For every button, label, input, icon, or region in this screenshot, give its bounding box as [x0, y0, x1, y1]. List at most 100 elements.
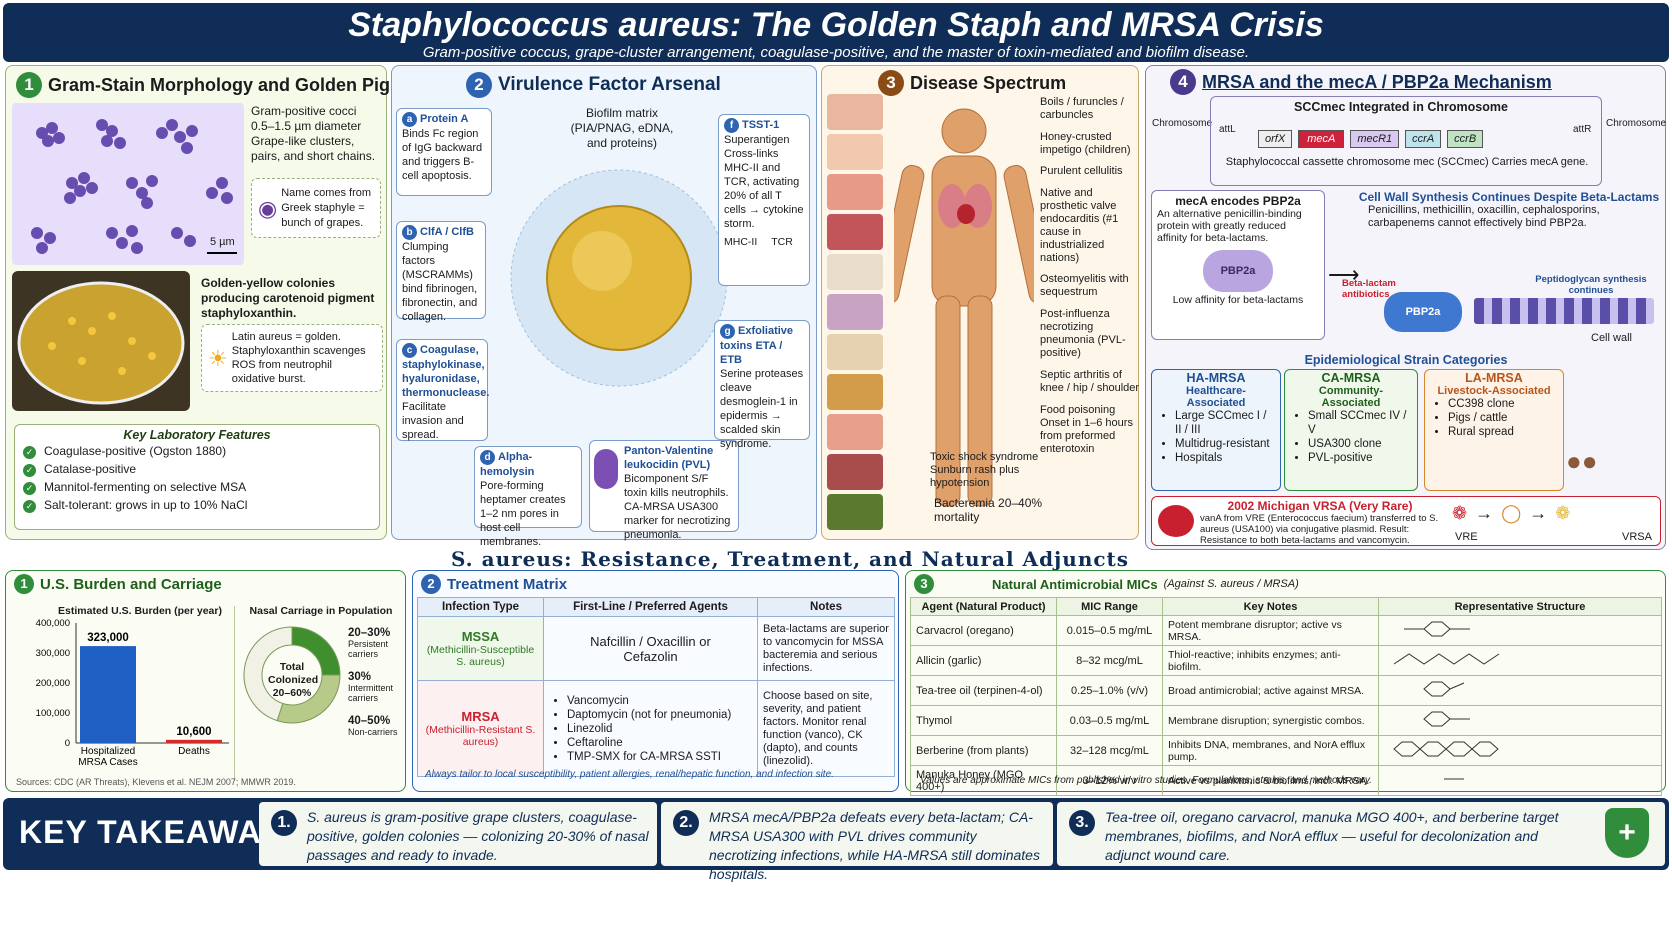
- gram-stain-image: 5 µm: [12, 103, 244, 265]
- factor-desc: Binds Fc region of IgG backward and trig…: [402, 128, 483, 182]
- bacterium-illustration: [507, 166, 732, 391]
- panel-mrsa: 4 MRSA and the mecA / PBP2a Mechanism SC…: [1145, 65, 1666, 550]
- factor-desc: Clumping factors (MSCRAMMs) bind fibrino…: [402, 241, 478, 323]
- strain-item: Pigs / cattle: [1448, 411, 1558, 425]
- structure-icon: [1423, 681, 1465, 697]
- morphology-text: Gram-positive cocci 0.5–1.5 µm diameter …: [251, 104, 376, 163]
- bar: [80, 646, 136, 743]
- cell-wall-label: Cell wall: [1591, 332, 1632, 344]
- legend-desc: Non-carriers: [348, 727, 398, 737]
- biofilm-label: Biofilm matrix (PIA/PNAG, eDNA, and prot…: [570, 106, 674, 150]
- mssa-agents: Nafcillin / Oxacillin or Cefazolin: [543, 616, 758, 681]
- takeaway-number: 3.: [1069, 810, 1095, 836]
- strain-item: Hospitals: [1175, 451, 1275, 465]
- pie-legend-item: 30%Intermittent carriers: [348, 671, 406, 703]
- arrow-icon: ⟶: [1328, 262, 1360, 287]
- category-label: Hospitalized: [81, 746, 135, 757]
- vre-label: VRE: [1455, 531, 1478, 543]
- gene-ccra: ccrA: [1405, 130, 1442, 148]
- check-icon: ✓: [23, 464, 36, 477]
- thumb-cellulitis: [827, 174, 883, 210]
- mssa-label: MSSA: [461, 629, 500, 644]
- factor-title: Coagulase, staphylokinase, hyaluronidase…: [402, 344, 490, 399]
- table-row: Tea-tree oil (terpinen-4-ol)0.25–1.0% (v…: [910, 675, 1662, 706]
- strain-item: PVL-positive: [1308, 451, 1412, 465]
- livestock-icons: ●●: [1566, 446, 1598, 476]
- shield-icon: +: [1605, 808, 1649, 858]
- factor-desc: Superantigen Cross-links MHC-II and TCR,…: [724, 134, 804, 230]
- notes-cell: Active vs planktonic & biofilms, incl. M…: [1162, 765, 1379, 796]
- disease-item-bacteremia: Bacteremia 20–40% mortality: [934, 496, 1043, 524]
- mrsa-cell: MRSA(Methicillin-Resistant S. aureus): [417, 680, 544, 777]
- structure-cell: [1378, 765, 1662, 796]
- key-takeaways-title: KEY TAKEAWAYS: [19, 814, 304, 850]
- pie-legend-item: 20–30%Persistent carriers: [348, 627, 406, 659]
- section2-title: S. aureus: Resistance, Treatment, and Na…: [450, 547, 1130, 571]
- disease-item: Post-influenza necrotizing pneumonia (PV…: [1040, 308, 1126, 359]
- strain-ca: CA-MRSA Community-Associated Small SCCme…: [1284, 369, 1418, 491]
- factor-desc: Pore-forming heptamer creates 1–2 nm por…: [480, 480, 566, 548]
- notes-cell: Thiol-reactive; inhibits enzymes; anti-b…: [1162, 645, 1379, 676]
- pie-legend-item: 40–50%Non-carriers: [348, 715, 406, 737]
- panel1-number: 1: [16, 72, 42, 98]
- vrsa-label: VRSA: [1622, 531, 1652, 543]
- cell-wall-title: Cell Wall Synthesis Continues Despite Be…: [1358, 190, 1660, 204]
- mics-number: 3: [914, 574, 934, 594]
- table-header-row: Agent (Natural Product) MIC Range Key No…: [910, 597, 1662, 616]
- scale-label: 5 µm: [210, 236, 235, 248]
- grape-note: ◉ Name comes from Greek staphyle = bunch…: [251, 178, 381, 238]
- agent-item: Daptomycin (not for pneumonia): [567, 708, 752, 722]
- strain-title: CA-MRSA: [1321, 371, 1381, 385]
- legend-value: 30%: [348, 671, 372, 683]
- grapes-icon: ◉: [258, 195, 278, 221]
- gene-track: orfX mecA mecR1 ccrA ccrB: [1258, 130, 1484, 148]
- mrsa-notes: Choose based on site, severity, and pati…: [757, 680, 895, 777]
- att-r: attR: [1573, 124, 1592, 135]
- vrsa-desc: vanA from VRE (Enterococcus faecium) tra…: [1200, 513, 1439, 546]
- factor-desc: Bicomponent S/F toxin kills neutrophils.…: [624, 473, 731, 541]
- panel4-number: 4: [1170, 69, 1196, 95]
- strain-title: LA-MRSA: [1465, 371, 1523, 385]
- scc-box: [1210, 96, 1602, 186]
- burden-source: Sources: CDC (AR Threats), Klevens et al…: [16, 777, 296, 787]
- column-header: First-Line / Preferred Agents: [543, 597, 758, 617]
- lab-feature-item: ✓Coagulase-positive (Ogston 1880): [23, 442, 379, 460]
- structure-icon: [1393, 653, 1500, 665]
- column-header: Infection Type: [417, 597, 544, 617]
- lab-feature-item: ✓Mannitol-fermenting on selective MSA: [23, 478, 379, 496]
- burden-bar-chart: 400,000300,000200,000100,0000323,000Hosp…: [36, 618, 229, 768]
- aureus-note: ☀ Latin aureus = golden. Staphyloxanthin…: [201, 324, 383, 392]
- disease-item: Septic arthritis of knee / hip / shoulde…: [1040, 369, 1140, 394]
- pie-center-label: Total Colonized 20–60%: [268, 661, 319, 699]
- thumb-rash: [827, 414, 883, 450]
- mic-cell: 32–128 mcg/mL: [1056, 735, 1163, 766]
- agent-cell: Carvacrol (oregano): [910, 615, 1057, 646]
- panel4-title-text: MRSA and the mecA / PBP2a Mechanism: [1202, 71, 1552, 92]
- table-row: MRSA(Methicillin-Resistant S. aureus) Va…: [417, 680, 895, 777]
- meca-encodes-title: mecA encodes PBP2a: [1175, 194, 1301, 208]
- takeaway-text: MRSA mecA/PBP2a defeats every beta-lacta…: [709, 809, 1040, 882]
- takeaway-1: 1. S. aureus is gram-positive grape clus…: [259, 802, 657, 866]
- burden-number: 1: [14, 574, 34, 594]
- petri-dish-image: [12, 271, 190, 411]
- header-banner: Staphylococcus aureus: The Golden Staph …: [3, 3, 1669, 62]
- vrsa-icon: ❁: [1555, 503, 1571, 523]
- strain-title: HA-MRSA: [1186, 371, 1246, 385]
- treatment-number: 2: [421, 574, 441, 594]
- panel-virulence: 2 Virulence Factor Arsenal Biofilm matri…: [391, 65, 817, 548]
- strain-item: Multidrug-resistant: [1175, 437, 1275, 451]
- lab-feature-text: Salt-tolerant: grows in up to 10% NaCl: [44, 498, 248, 512]
- peptidoglycan-lattice: [1474, 298, 1654, 324]
- takeaway-3: 3. Tea-tree oil, oregano carvacrol, manu…: [1057, 802, 1665, 866]
- lab-feature-text: Mannitol-fermenting on selective MSA: [44, 480, 247, 494]
- mics-title: 3 Natural Antimicrobial MICs (Against S.…: [914, 574, 1299, 594]
- scc-note: Staphylococcal cassette chromosome mec (…: [1225, 156, 1589, 168]
- disease-item: Osteomyelitis with sequestrum: [1040, 273, 1129, 298]
- panel1-title-text: Gram-Stain Morphology and Golden Pigment: [48, 74, 434, 95]
- structure-icon: [1393, 741, 1499, 757]
